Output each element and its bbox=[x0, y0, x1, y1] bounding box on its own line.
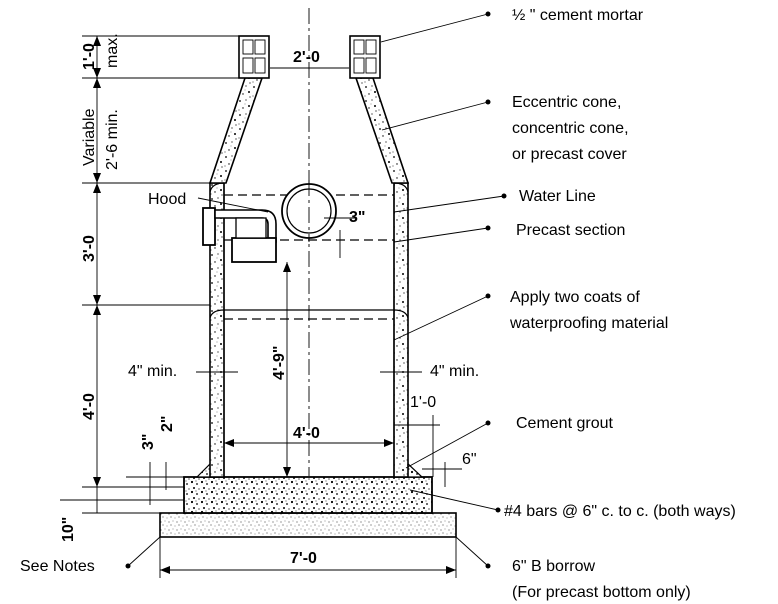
label-borrow-1: 6" B borrow bbox=[512, 558, 595, 575]
dim-inside-width: 4'-0 bbox=[293, 425, 320, 442]
dim-cone-variable: Variable bbox=[81, 108, 98, 166]
label-see-notes: See Notes bbox=[20, 558, 95, 575]
dim-lower-section: 4'-0 bbox=[81, 393, 98, 420]
dim-wall-right: 4" min. bbox=[430, 363, 479, 380]
dim-upper-section: 3'-0 bbox=[81, 235, 98, 262]
dim-wall-left: 4" min. bbox=[128, 363, 177, 380]
base-slab bbox=[183, 476, 433, 514]
dim-base-width: 7'-0 bbox=[290, 550, 317, 567]
label-cone-2: concentric cone, bbox=[512, 120, 629, 137]
dim-grout-ledge: 6" bbox=[462, 451, 477, 468]
label-borrow-2: (For precast bottom only) bbox=[512, 584, 691, 601]
dim-wall-offset: 1'-0 bbox=[410, 394, 436, 411]
dim-cone-min: 2'-6 min. bbox=[104, 109, 121, 170]
riser-block-left bbox=[238, 35, 270, 79]
label-cement-grout: Cement grout bbox=[516, 415, 613, 432]
dim-top-opening: 2'-0 bbox=[293, 49, 320, 66]
label-cement-mortar: ½ " cement mortar bbox=[512, 7, 644, 24]
label-hood: Hood bbox=[148, 191, 186, 208]
dim-base-thickness: 10" bbox=[60, 517, 77, 542]
dim-riser-max: max. bbox=[104, 33, 121, 68]
dim-hood-clearance: 3" bbox=[349, 209, 365, 226]
dim-slab-2in: 2" bbox=[159, 416, 176, 432]
label-waterproof-1: Apply two coats of bbox=[510, 289, 640, 306]
riser-block-right bbox=[349, 35, 381, 79]
manhole-structure bbox=[159, 8, 457, 538]
label-precast-section: Precast section bbox=[516, 222, 625, 239]
borrow-bed bbox=[159, 512, 457, 538]
label-cone-3: or precast cover bbox=[512, 146, 627, 163]
dim-outlet-height: 4'-9" bbox=[271, 345, 288, 380]
label-waterproof-2: waterproofing material bbox=[509, 315, 668, 332]
wall-right bbox=[393, 182, 409, 478]
dim-slab-3in: 3" bbox=[140, 434, 157, 450]
cone-left bbox=[208, 77, 264, 184]
label-bars: #4 bars @ 6" c. to c. (both ways) bbox=[504, 503, 736, 520]
hood-outlet-pipe bbox=[202, 207, 277, 263]
leader-lines bbox=[125, 11, 507, 569]
label-cone-1: Eccentric cone, bbox=[512, 94, 621, 111]
dimension-lines bbox=[60, 35, 462, 578]
dim-riser-height: 1'-0 bbox=[81, 43, 98, 70]
cone-right bbox=[354, 77, 410, 184]
label-water-line: Water Line bbox=[519, 188, 596, 205]
